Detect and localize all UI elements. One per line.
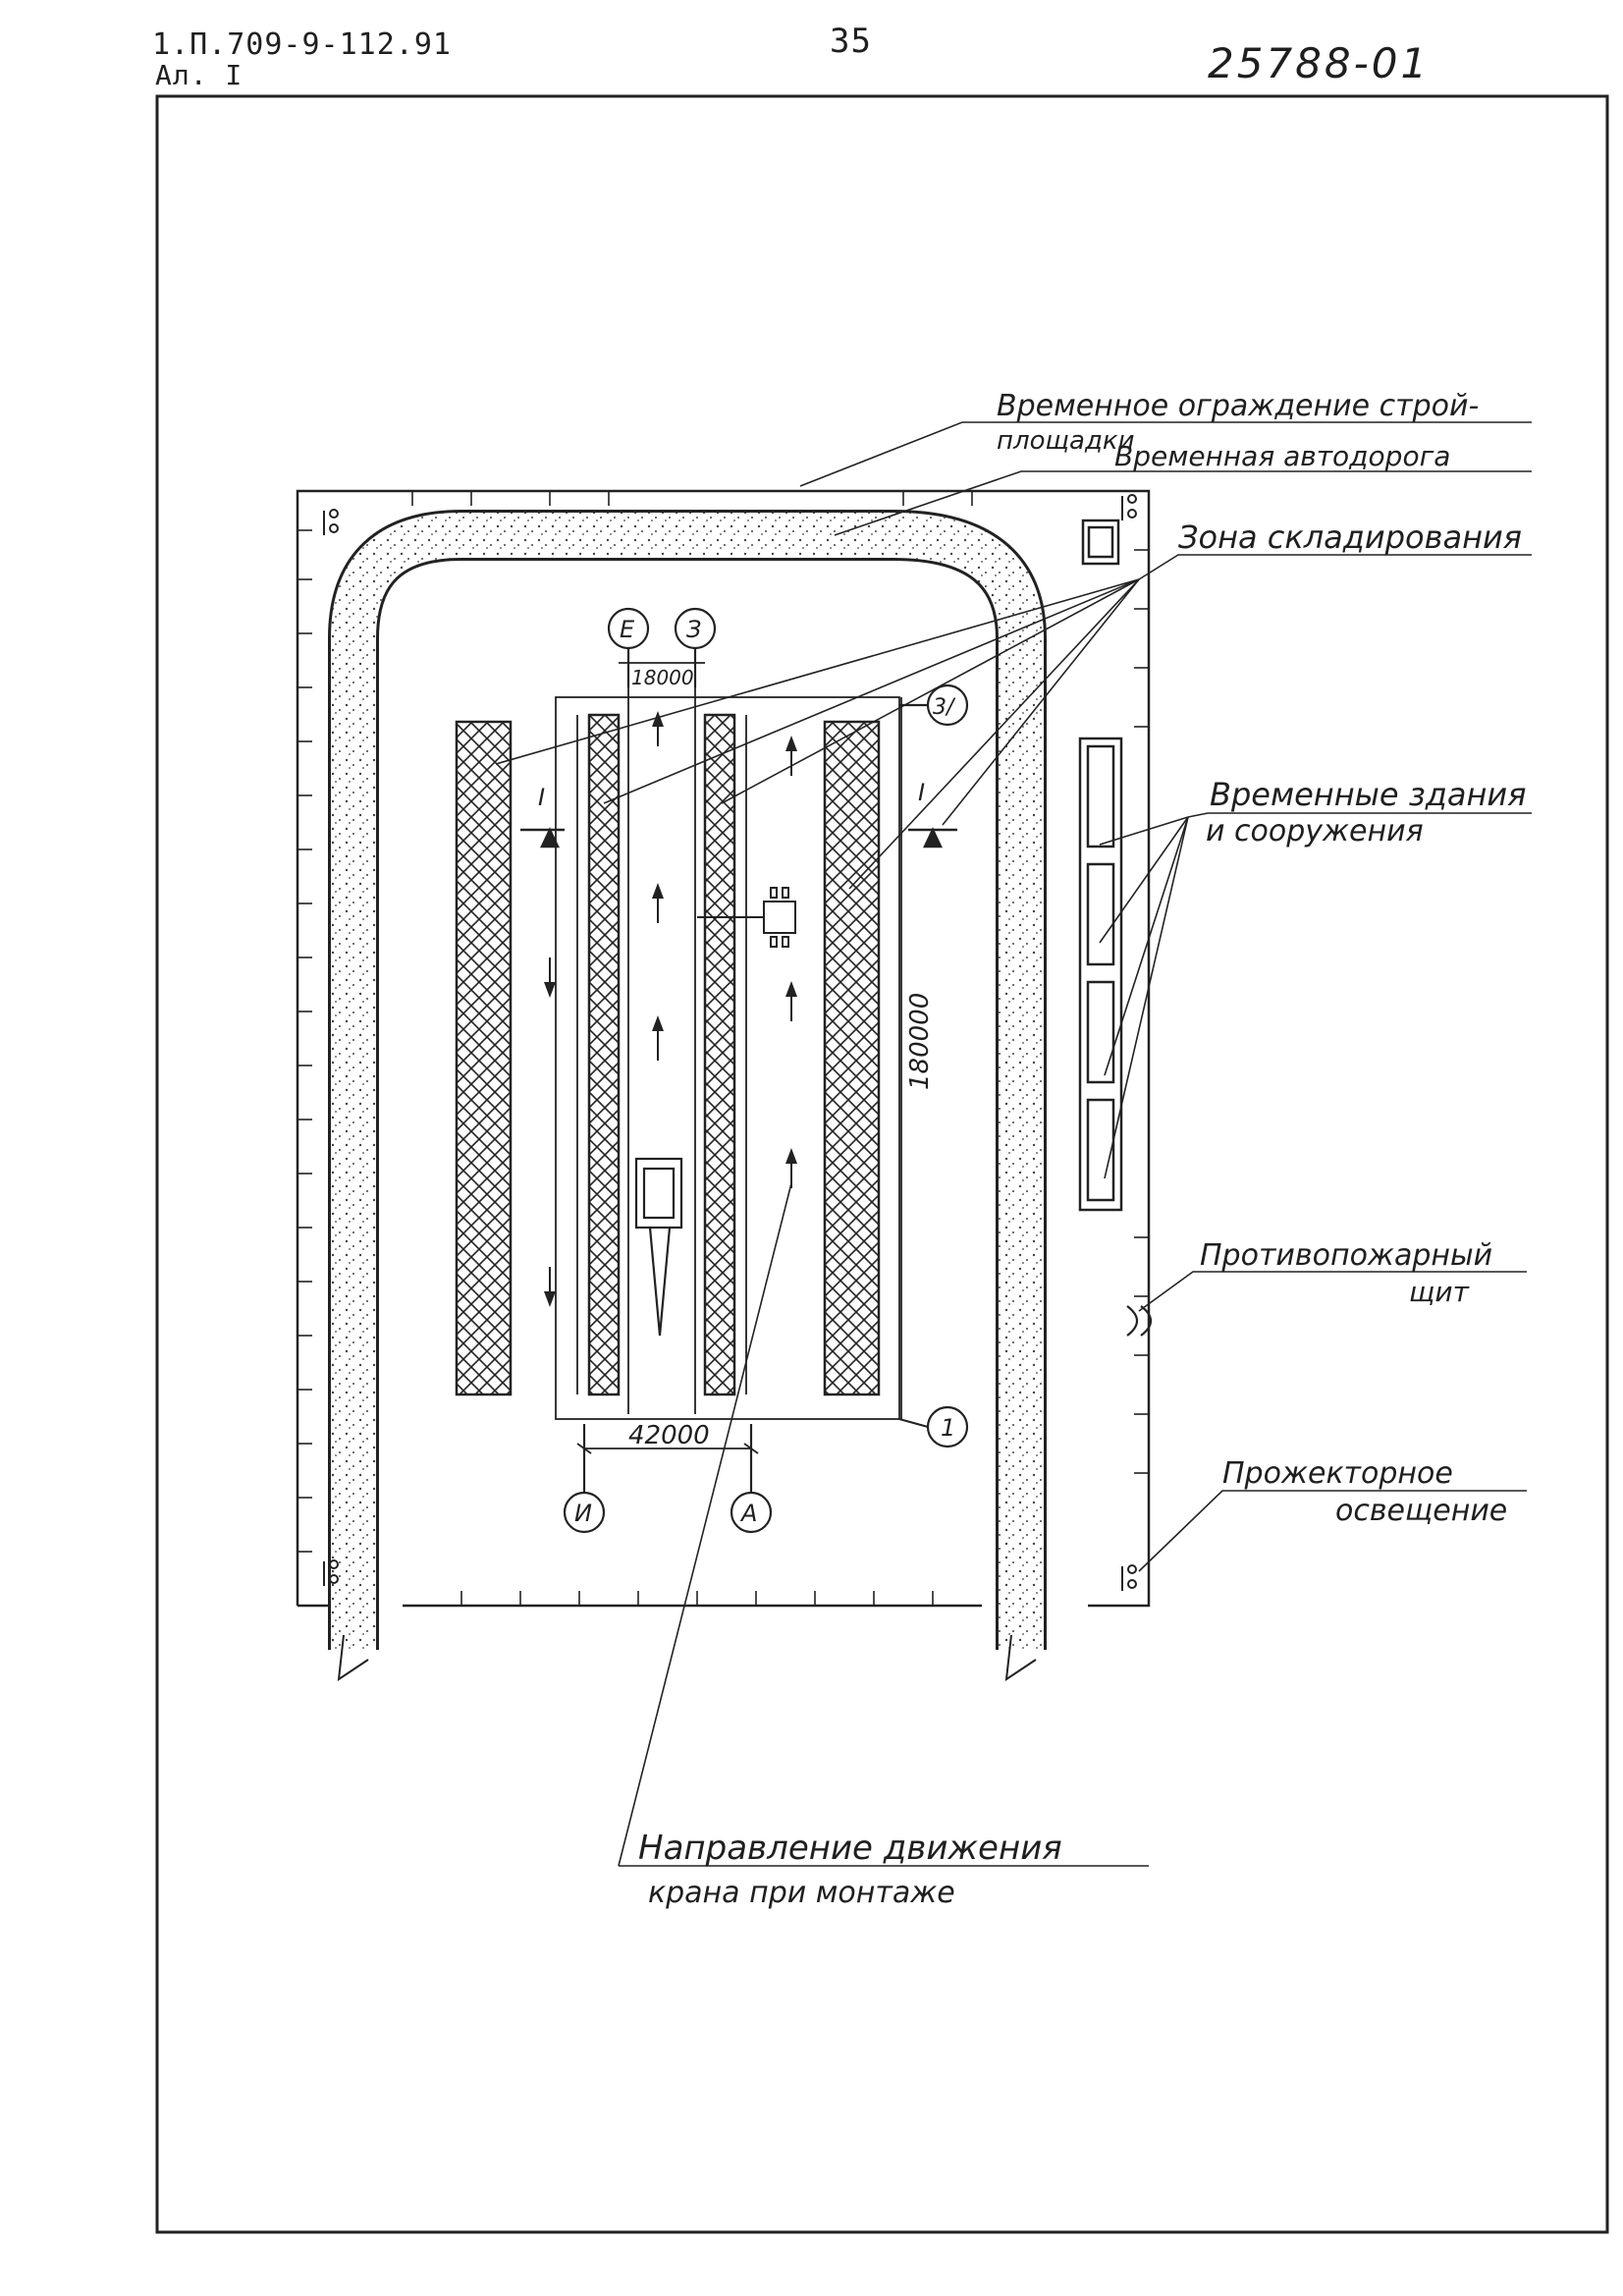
- leader-lines: [495, 421, 1532, 1867]
- storage-zone-center-right: [703, 713, 736, 1396]
- sheet-frame: [155, 94, 1609, 2234]
- section-mark-right: I: [918, 779, 925, 806]
- site-fence: [296, 489, 1151, 1608]
- mobile-crane-symbol: [634, 1157, 683, 1337]
- label-fire-line2: щит: [1409, 1276, 1470, 1308]
- dimension-width: 42000: [628, 1421, 710, 1450]
- page-number: 35: [830, 22, 872, 61]
- label-storage-zone: Зона складирования: [1178, 519, 1522, 556]
- axis-label-e: Е: [620, 616, 635, 643]
- sheet-number: 25788-01: [1208, 39, 1431, 87]
- storage-zone-east: [823, 720, 881, 1396]
- axis-label-i: И: [574, 1500, 592, 1527]
- storage-zone-center-left: [587, 713, 621, 1396]
- fire-shield-icon: [1126, 1305, 1153, 1337]
- tower-crane-symbol: [697, 887, 796, 948]
- temporary-buildings: [1078, 737, 1123, 1212]
- label-fence-line1: Временное ограждение строй-: [997, 389, 1479, 423]
- label-floodlight-line2: освещение: [1335, 1494, 1507, 1528]
- guard-booth: [1081, 519, 1120, 566]
- axis-bubbles: [563, 607, 969, 1534]
- storage-zone-west: [455, 720, 513, 1396]
- temporary-road: [328, 510, 1047, 1682]
- label-road: Временная автодорога: [1114, 440, 1450, 472]
- section-marks: [520, 827, 957, 848]
- label-floodlight-line1: Прожекторное: [1222, 1456, 1453, 1491]
- label-buildings-line2: и сооружения: [1206, 814, 1424, 848]
- axis-label-1: 1: [941, 1414, 955, 1442]
- label-buildings-line1: Временные здания: [1210, 776, 1526, 813]
- axis-label-z: З: [686, 616, 701, 643]
- floodlight-icon: [323, 494, 1137, 1591]
- section-mark-left: I: [538, 784, 545, 811]
- dimension-length: 180000: [905, 993, 935, 1090]
- sheet-label: Ал. I: [155, 59, 243, 91]
- dimension-span: 18000: [631, 666, 694, 689]
- document-code: 1.П.709-9-112.91: [152, 27, 452, 62]
- axis-label-a: А: [739, 1500, 757, 1527]
- axis-label-3: 3/: [933, 695, 956, 720]
- label-fire-line1: Противопожарный: [1200, 1238, 1492, 1273]
- label-fence-line2: площадки: [997, 426, 1135, 456]
- label-direction-line2: крана при монтаже: [648, 1876, 955, 1910]
- crane-direction-arrows: [544, 711, 797, 1307]
- dimension-lines: [576, 662, 902, 1454]
- label-direction-line1: Направление движения: [638, 1829, 1062, 1868]
